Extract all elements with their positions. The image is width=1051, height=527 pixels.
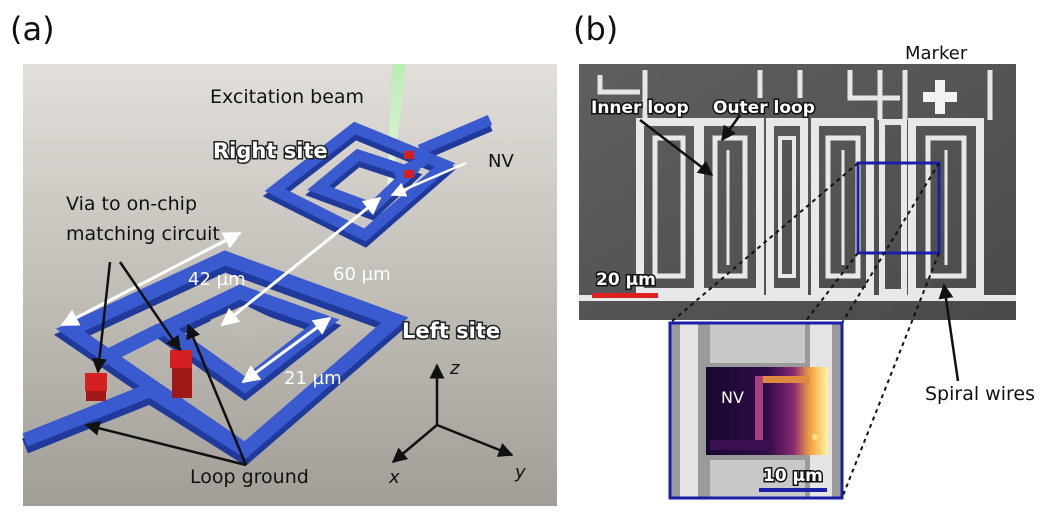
right-site-label: Right site: [213, 139, 328, 163]
via-arrow-2: [118, 261, 182, 352]
left-site-label: Left site: [402, 319, 500, 343]
nv-arrow: [390, 161, 467, 197]
zoom-inset: [668, 321, 844, 500]
scale-bar-20: [592, 293, 658, 298]
spiral-wires-arrow: [938, 283, 960, 382]
spiral-block-1: [636, 118, 764, 296]
right-via-2: [404, 170, 414, 178]
left-via-2: [170, 350, 192, 368]
dim-42-label: 42 µm: [188, 269, 246, 290]
dim-60-arrow: [220, 196, 382, 327]
left-via-1: [85, 373, 107, 391]
outer-loop-arrow: [720, 114, 742, 142]
axis-y-label: y: [514, 462, 526, 483]
left-via-2-side: [172, 368, 192, 398]
ground-arrow-1: [84, 420, 247, 467]
via-label-line-2: matching circuit: [66, 223, 220, 245]
scale-bar-10: [759, 488, 827, 492]
inner-loop-label: Inner loop: [591, 98, 689, 118]
panel-b-letter: (b): [573, 10, 619, 48]
marker-label: Marker: [905, 43, 968, 64]
zoom-region-box: [856, 161, 941, 255]
sem-top-wires: [597, 70, 993, 120]
marker-cross: [923, 80, 957, 114]
axis-z-label: z: [449, 358, 460, 379]
panel-a-letter: (a): [10, 10, 55, 48]
scale-20-label: 20 µm: [596, 270, 656, 290]
inner-loop-arrow: [639, 119, 714, 176]
coordinate-axes: [391, 363, 514, 463]
loop-ground-label: Loop ground: [190, 466, 309, 488]
dim-60-label: 60 µm: [333, 264, 391, 285]
via-arrow-1: [92, 261, 112, 374]
spiral-block-2: [766, 118, 874, 296]
ground-arrow-2: [186, 323, 248, 466]
axis-x-label: x: [388, 467, 400, 488]
panel-b: Marker Outer loop Inner loop 20 µm NV 10…: [579, 43, 1035, 500]
scale-10-label: 10 µm: [763, 466, 823, 486]
panel-a: Excitation beam Right site NV Via to on-…: [22, 64, 557, 506]
excitation-beam-label: Excitation beam: [210, 86, 364, 108]
right-via-1: [404, 151, 414, 159]
dim-21-arrow: [241, 316, 332, 384]
inset-border: [668, 321, 844, 500]
dim-42-arrow: [60, 231, 242, 327]
spiral-wires-label: Spiral wires: [925, 383, 1035, 405]
nv-label-a: NV: [488, 151, 514, 172]
dim-21-label: 21 µm: [284, 368, 342, 389]
left-via-1-side: [86, 391, 106, 401]
nv-label-b: NV: [721, 388, 744, 407]
outer-loop-label: Outer loop: [713, 98, 815, 118]
via-label-line-1: Via to on-chip: [66, 193, 197, 215]
